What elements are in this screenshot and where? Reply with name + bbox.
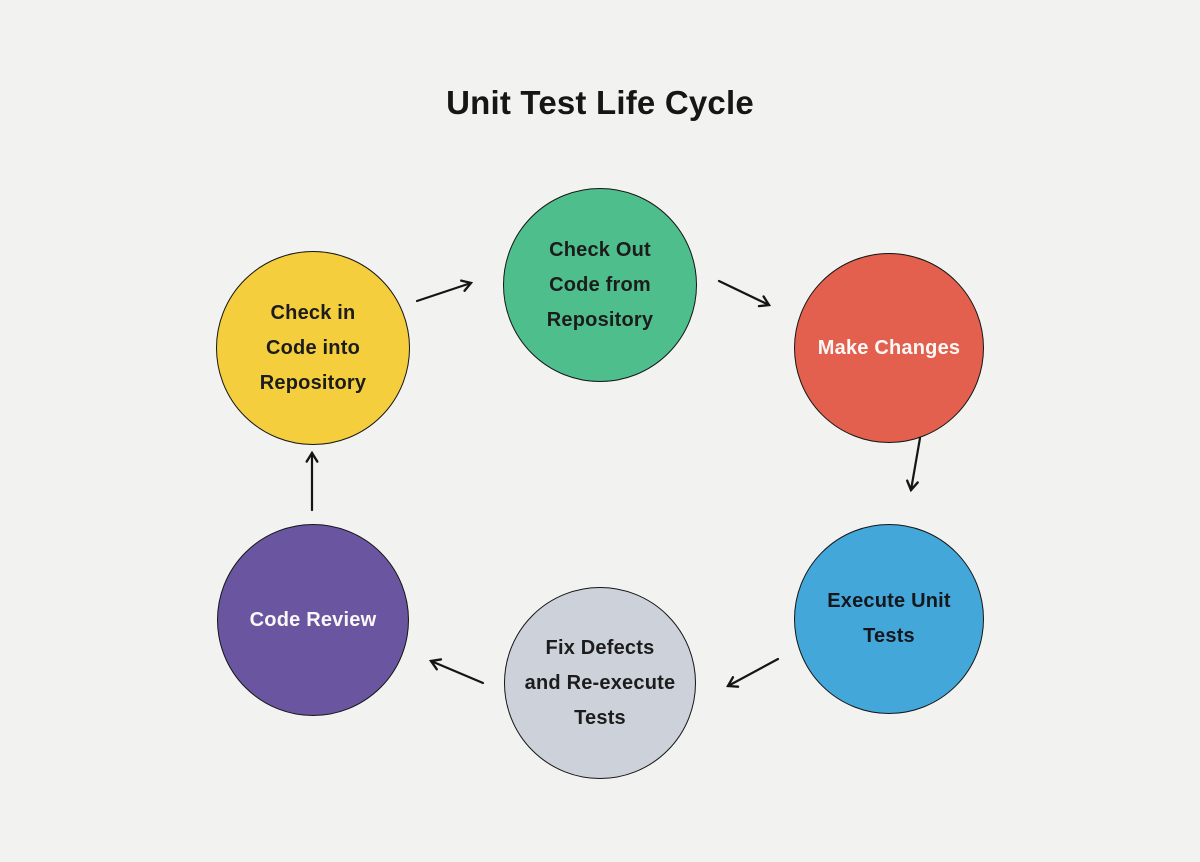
node-make-changes: Make Changes bbox=[794, 253, 984, 443]
node-label-line: Code into bbox=[265, 336, 360, 359]
node-label-line: Tests bbox=[863, 625, 915, 647]
node-label-line: Repository bbox=[259, 371, 367, 394]
node-label-line: and Re-execute bbox=[524, 671, 676, 694]
node-label-line: Code Review bbox=[249, 608, 377, 631]
node-code-review: Code Review bbox=[217, 524, 409, 716]
arrow-execute-unit-tests-to-fix-defects bbox=[726, 657, 780, 688]
node-label-line: Code from bbox=[549, 273, 651, 296]
node-label-line: Tests bbox=[574, 706, 626, 729]
node-label-line: Execute Unit bbox=[827, 590, 951, 612]
arrow-make-changes-to-execute-unit-tests bbox=[906, 436, 922, 493]
node-label: Code Review bbox=[250, 603, 377, 638]
node-label-line: Check Out bbox=[549, 238, 651, 261]
node-label-line: Fix Defects bbox=[545, 636, 655, 659]
arrow-check-out-code-to-make-changes bbox=[717, 279, 772, 308]
node-label: Make Changes bbox=[818, 331, 960, 366]
node-label-line: Repository bbox=[546, 308, 654, 331]
arrow-fix-defects-to-code-review bbox=[428, 658, 485, 685]
page-title: Unit Test Life Cycle bbox=[446, 84, 754, 121]
node-label-line: Check in bbox=[270, 301, 356, 324]
arrow-check-in-code-to-check-out-code bbox=[415, 279, 474, 303]
node-label-line: Make Changes bbox=[817, 336, 961, 359]
